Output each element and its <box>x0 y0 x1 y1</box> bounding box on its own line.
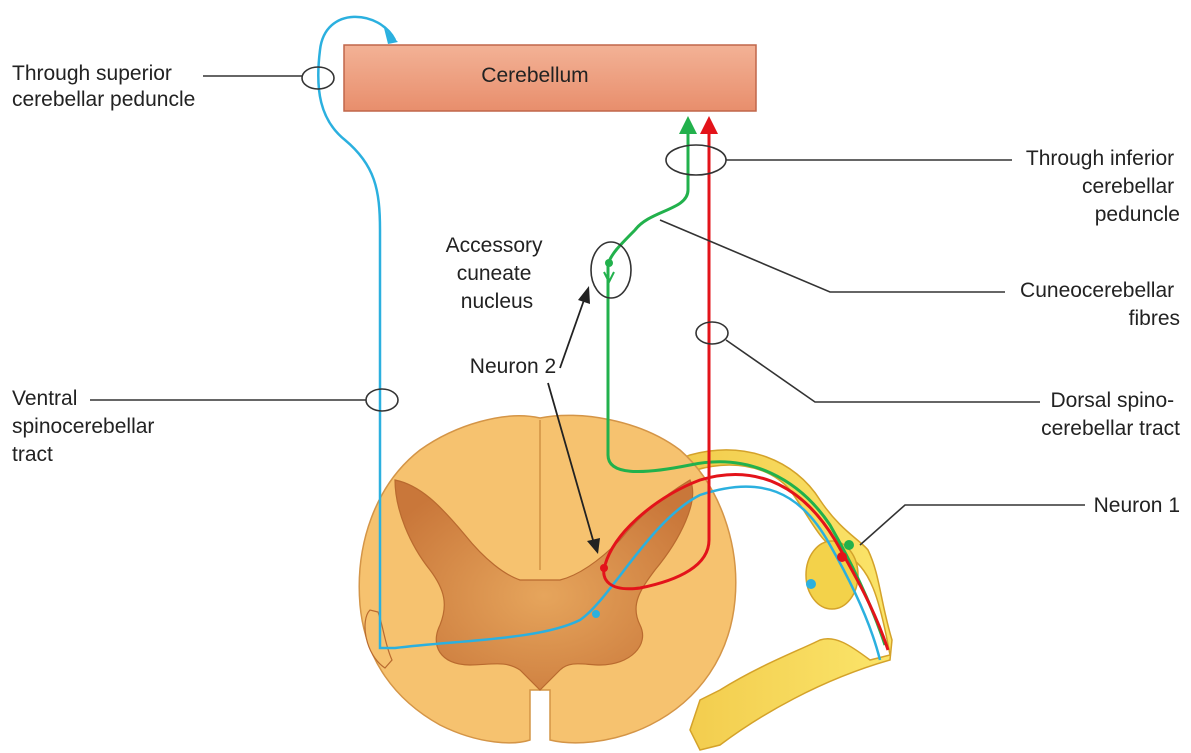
label-inferior-peduncle: Through inferior cerebellar peduncle <box>1026 147 1180 226</box>
dorsal-tract-ring <box>696 322 728 344</box>
inferior-peduncle-ring <box>666 145 726 175</box>
accessory-cuneate-ring <box>591 242 631 298</box>
leader-cuneocerebellar <box>660 220 1005 292</box>
spinal-cord-section <box>359 415 736 742</box>
leader-neuron1 <box>860 505 1085 545</box>
cerebellum-label: Cerebellum <box>481 64 588 87</box>
label-accessory-cuneate: Accessory cuneate nucleus <box>446 234 549 313</box>
label-neuron2: Neuron 2 <box>470 355 556 378</box>
label-cuneocerebellar: Cuneocerebellar fibres <box>1020 279 1180 330</box>
leader-dorsal <box>726 340 1040 402</box>
label-superior-peduncle: Through superior cerebellar peduncle <box>12 62 195 111</box>
dorsal-root-ganglion <box>806 541 858 609</box>
label-ventral-tract: Ventral spinocerebellar tract <box>12 387 160 466</box>
ventral-tract-ring <box>366 389 398 411</box>
label-neuron1: Neuron 1 <box>1094 494 1180 517</box>
cerebellum-box: Cerebellum <box>344 45 756 111</box>
label-dorsal-tract: Dorsal spino- cerebellar tract <box>1041 389 1180 440</box>
